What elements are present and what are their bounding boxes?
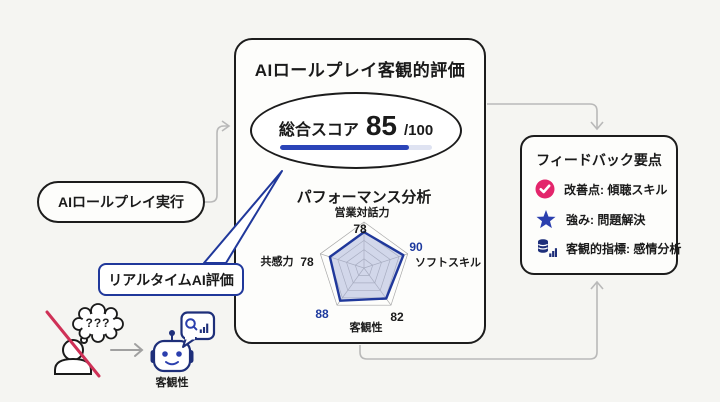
radar-value-left: 78 [300,255,314,269]
person-icon [54,336,92,375]
evaluation-card-title: AIロールプレイ客観的評価 [254,61,466,80]
feedback-card-title: フィードバック要点 [536,152,662,168]
score-max: /100 [403,121,434,139]
arrowhead-up-icon [590,280,604,290]
robot-speech-bubble-icon [180,311,216,348]
feedback-item-text: 改善点: 傾聴スキル [564,182,668,197]
score-label: 総合スコア [278,121,359,139]
feedback-card: フィードバック要点 改善点: 傾聴スキル 強み: 問題解決 [520,135,681,275]
robot-icon [150,330,194,373]
score-progress-fill [280,144,410,150]
radar-axis-label-upper-right: ソフトスキル [415,257,481,269]
arrowhead-down-icon [590,121,604,131]
database-chart-icon [538,239,557,257]
radar-axis-label-top: 営業対話力 [334,207,390,219]
mini-bars-icon [199,323,209,333]
radar-axis-label-left: 共感力 [260,256,294,268]
overall-score-pill: 総合スコア 85 /100 [250,92,462,169]
radar-value-lower-right: 82 [390,310,404,324]
feedback-item-objective: 客観的指標: 感情分析 [535,236,681,260]
score-progress-track [280,144,432,150]
feedback-item-improvement: 改善点: 傾聴スキル [535,177,667,201]
connector-exec-to-card [205,125,228,203]
performance-analysis-title: パフォーマンス分析 [296,189,432,206]
radar-value-upper-right: 90 [409,240,423,254]
check-circle-icon [535,179,555,199]
connector-card-to-feedback-top [487,103,598,128]
star-icon [536,210,556,229]
realtime-eval-callout: リアルタイムAI評価 [98,263,244,296]
robot-caption: 客観性 [155,377,189,389]
radar-value-lower-left: 88 [315,307,329,321]
radar-axis-label-bottom: 客観性 [349,322,383,334]
feedback-item-text: 客観的指標: 感情分析 [566,241,682,256]
magnifier-icon [185,318,196,329]
arrowhead-right2-icon [134,343,144,357]
radar-value-top: 78 [353,222,367,236]
roleplay-exec-pill: AIロールプレイ実行 [37,181,205,223]
feedback-item-strength: 強み: 問題解決 [535,207,645,231]
feedback-item-text: 強み: 問題解決 [566,212,646,227]
arrowhead-right-icon [221,120,231,132]
score-value: 85 [365,109,397,141]
thought-bubble-text: ??? [85,316,111,330]
